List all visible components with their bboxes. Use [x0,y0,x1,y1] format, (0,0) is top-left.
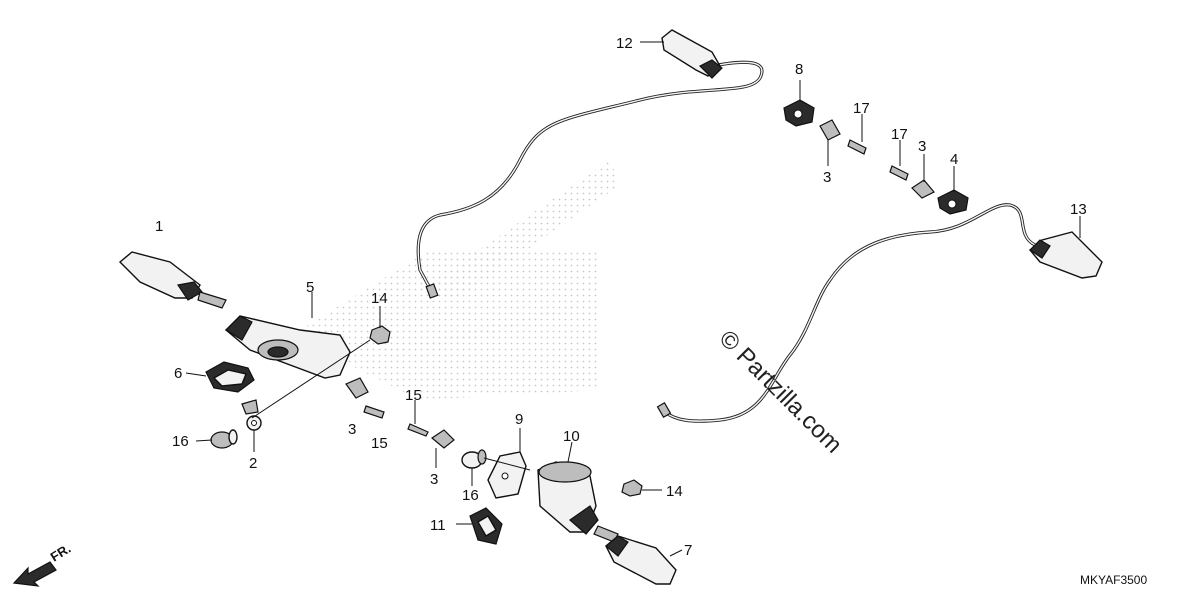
callout-3-upper-right: 3 [823,169,831,186]
bracket-3b [430,429,455,449]
stay-9 [487,451,527,499]
watermark-text: © Partzilla.com [714,325,847,458]
callout-12: 12 [616,35,633,52]
front-arrow-icon [12,561,57,587]
turn-signal-1 [118,251,227,309]
nut-14a [369,325,391,345]
callout-11: 11 [430,517,446,534]
bolt-17b [889,165,909,181]
callout-17-lower: 17 [891,126,908,143]
callout-9: 9 [515,411,523,428]
wire-12 [416,60,764,299]
bolt-15a [363,405,385,419]
rubber-cover-6 [205,361,255,393]
callout-15-left: 15 [371,435,388,452]
bracket-3a [345,377,369,399]
callout-8: 8 [795,61,803,78]
callout-labels: 1 2 3 3 3 3 4 5 6 7 8 9 10 11 12 13 14 1… [155,35,1087,559]
rubber-cover-11 [469,507,503,545]
callout-3-center: 3 [430,471,438,488]
callout-13: 13 [1070,201,1087,218]
callout-5: 5 [306,279,314,296]
background-logo [300,160,620,400]
bolt-17a [847,139,867,155]
callout-14-left: 14 [371,290,388,307]
turn-signal-12 [661,29,723,79]
callout-15-center: 15 [405,387,422,404]
bolt-15b [407,423,429,437]
mount-housing-10 [537,461,599,535]
callout-3-left: 3 [348,421,356,438]
front-label: FR. [48,541,74,565]
callout-17-upper: 17 [853,100,870,117]
turn-signal-7 [593,525,677,585]
callout-4: 4 [950,151,958,168]
turn-signal-13 [1029,231,1103,279]
callout-3-right: 3 [918,138,926,155]
callout-14-right: 14 [666,483,683,500]
clip-2 [241,399,262,431]
clamp-8 [783,99,815,127]
bracket-3c [819,119,841,141]
callout-7: 7 [684,542,692,559]
grommet-16b [461,449,487,469]
callout-1: 1 [155,218,163,235]
wire-13 [656,203,1036,423]
callout-6: 6 [174,365,182,382]
callout-16-left: 16 [172,433,189,450]
leader-lines [185,41,1081,557]
nut-14b [621,479,643,497]
front-indicator: FR. [12,541,74,587]
clamp-4 [937,189,969,215]
callout-10: 10 [563,428,580,445]
mount-housing-5 [224,315,351,379]
grommet-16a [210,429,238,449]
diagram-code: MKYAF3500 [1080,573,1147,587]
callout-16-center: 16 [462,487,479,504]
bracket-3d [911,179,935,199]
callout-2: 2 [249,455,257,472]
